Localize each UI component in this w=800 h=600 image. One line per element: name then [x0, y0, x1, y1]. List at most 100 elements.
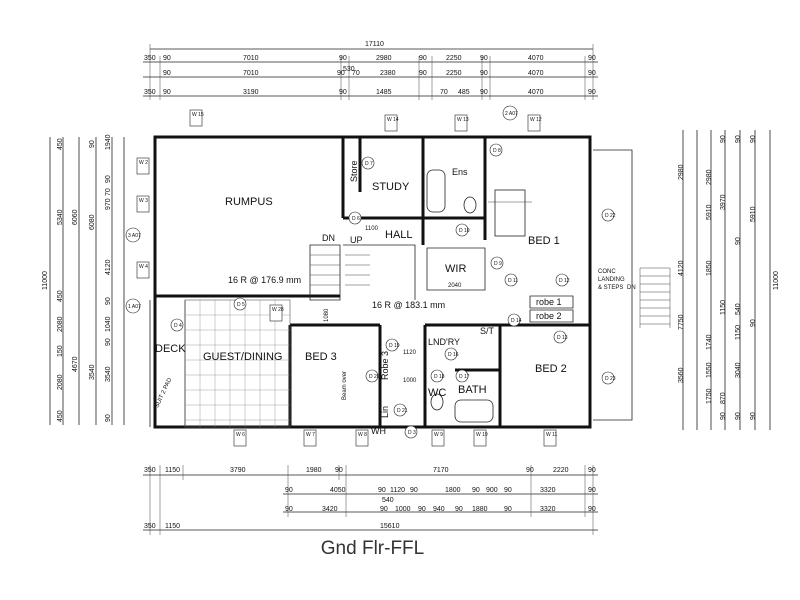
tag-d6: D 6	[352, 216, 360, 222]
dim-b2-6: 90	[472, 487, 480, 494]
wir-width: 2040	[448, 283, 462, 289]
dim-t2-3: 70	[352, 70, 360, 77]
dim-t1-8: 4070	[528, 55, 544, 62]
dim-top-overall: 17110	[365, 41, 384, 48]
dim-r-d3: 1150	[720, 300, 727, 315]
dim-l-b0: 6060	[72, 209, 79, 225]
dim-b3-4: 90	[418, 506, 426, 513]
dim-r-a0: 2980	[678, 164, 685, 180]
dim-l-c6: 90	[105, 297, 112, 305]
dim-l-d1: 3540	[89, 364, 96, 380]
tag-d14: D 14	[511, 318, 522, 324]
stair-up: UP	[350, 235, 363, 245]
dim-l-c10: 90	[105, 414, 112, 422]
dim-t3-8: 4070	[528, 89, 544, 96]
dim-r-d2: 90	[735, 237, 742, 245]
dim-t3-5: 70	[440, 89, 448, 96]
dim-l-d0: 6080	[89, 214, 96, 230]
dim-b1-0: 350	[144, 467, 156, 474]
top-dimensions: 17110 350 90 7010 90 2980 90 2250 90 407…	[143, 41, 598, 100]
lnd-width: 1120	[403, 350, 417, 356]
stair-note-1: 16 R @ 176.9 mm	[228, 275, 301, 285]
dim-r-b2: 1850	[706, 260, 713, 276]
tag-d17: D 17	[459, 374, 470, 380]
dim-l-c0: 90	[89, 140, 96, 148]
fixtures	[426, 169, 532, 423]
conc-label-2: LANDING	[598, 277, 625, 283]
room-wir: WIR	[445, 263, 466, 275]
dim-b1-4: 90	[335, 467, 343, 474]
room-guest-dining: GUEST/DINING	[203, 351, 282, 363]
tag-d12: D 12	[559, 278, 570, 284]
dim-t3-2: 3190	[243, 89, 259, 96]
tag-d4: D 4	[174, 323, 182, 329]
dim-t1-9: 90	[588, 55, 596, 62]
dim-b3-8: 90	[504, 506, 512, 513]
tag-w2: W 2	[139, 160, 148, 166]
dim-t3-7: 90	[480, 89, 488, 96]
dim-r-d5: 90	[750, 319, 757, 327]
dim-r-b4: 1550	[706, 362, 713, 378]
dim-t2-6: 2250	[446, 70, 462, 77]
door-tags: D 7 D 8 D 6 D 10 D 9 D 22 D 11 D 12 D 5 …	[170, 143, 616, 439]
room-wh: WH	[371, 426, 386, 436]
wc-width: 1000	[403, 378, 417, 384]
stair-treads	[310, 254, 370, 286]
room-ens: Ens	[452, 167, 468, 177]
dim-t2-2: 90	[337, 70, 345, 77]
tag-w3: W 3	[139, 198, 148, 204]
dim-b4-1: 1150	[165, 523, 180, 530]
dim-r-e1: 90	[750, 135, 757, 143]
tag-d8: D 8	[493, 148, 501, 154]
room-robe2: robe 2	[536, 311, 562, 321]
tag-d9: D 9	[494, 261, 502, 267]
room-deck: DECK	[155, 343, 186, 355]
dim-b2-1: 4050	[330, 487, 346, 494]
dim-b3-0: 90	[285, 506, 293, 513]
dim-t3-3: 90	[339, 89, 347, 96]
dim-b1-5: 7170	[433, 467, 449, 474]
left-dimensions: 11000 450 5340 450 2080 150 2080 450 606…	[42, 134, 125, 425]
dim-r-a2: 7750	[678, 314, 685, 330]
stair-width: 1080	[324, 308, 330, 322]
dim-r-d7: 90	[720, 412, 727, 420]
room-study: STUDY	[372, 181, 410, 193]
dim-b3b: 540	[382, 497, 394, 504]
beam-note: Beam over	[342, 371, 348, 400]
dim-t2-8: 4070	[528, 70, 544, 77]
dim-right-overall: 11000	[773, 271, 780, 290]
tag-d23: D 23	[605, 376, 616, 382]
room-bed2: BED 2	[535, 363, 567, 375]
room-bed1: BED 1	[528, 235, 560, 247]
room-labels: RUMPUS STUDY Store HALL WIR BED 1 Ens ro…	[155, 160, 567, 436]
dim-t2-7: 90	[480, 70, 488, 77]
room-robe1: robe 1	[536, 297, 562, 307]
dim-b2-3: 1120	[390, 487, 405, 494]
dim-r-d0: 90	[720, 135, 727, 143]
dim-b3-2: 90	[380, 506, 388, 513]
dim-l-c4: 70	[105, 188, 112, 196]
tag-d7: D 7	[365, 161, 373, 167]
dim-b3-9: 3320	[540, 506, 556, 513]
dim-l-a1: 5340	[57, 209, 64, 225]
dim-t1-6: 2250	[446, 55, 462, 62]
dim-r-a1: 4120	[678, 260, 685, 276]
dim-l-a4: 150	[57, 345, 64, 357]
dim-b2-10: 90	[588, 487, 596, 494]
dim-t3-6: 485	[458, 89, 470, 96]
dim-b3-6: 90	[455, 506, 463, 513]
dim-b4-0: 350	[144, 523, 156, 530]
dim-l-a3: 2080	[57, 316, 64, 332]
dim-t3-4: 1485	[376, 89, 392, 96]
dim-b3-3: 1000	[395, 506, 411, 513]
dim-b1-1: 1150	[165, 467, 180, 474]
tag-w6: W 6	[236, 432, 245, 438]
conc-landing: CONC LANDING & STEPS DN	[593, 149, 671, 421]
dim-b2-8: 90	[504, 487, 512, 494]
window-tags: W 15 W 14 W 13 W 12 W 2 W 3 W 4 W 28 W 6…	[136, 109, 558, 447]
dim-r-c0: 3970	[720, 194, 727, 210]
dim-r-d1: 90	[735, 135, 742, 143]
tag-w13: W 13	[457, 117, 469, 123]
dim-l-c8: 90	[105, 338, 112, 346]
section-2: 2 A07	[505, 111, 518, 117]
